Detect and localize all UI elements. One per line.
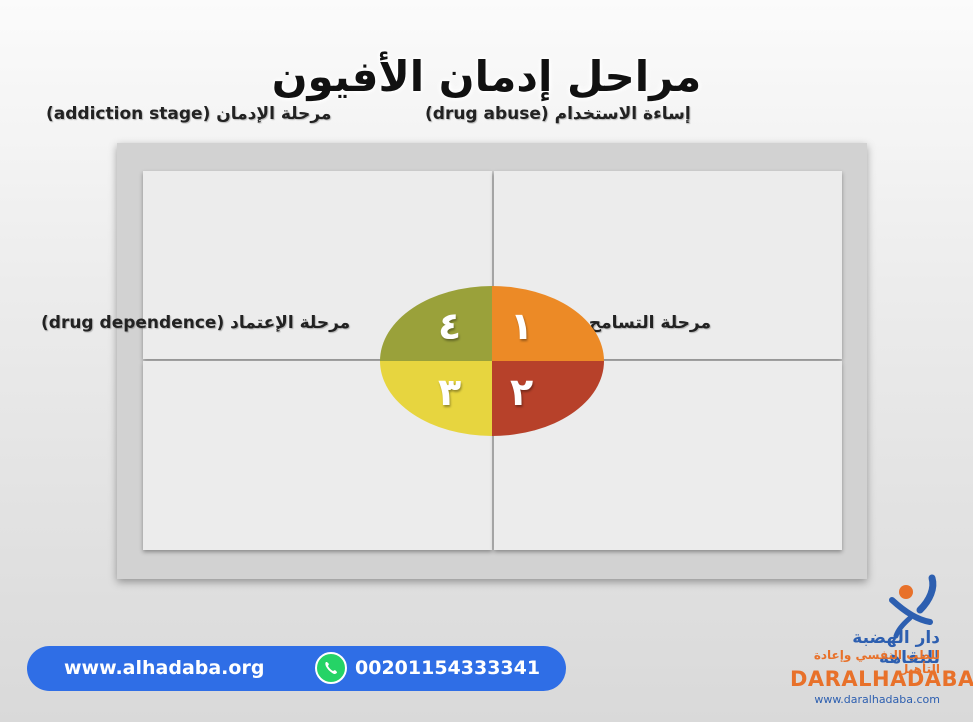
segment-3 [380,361,492,436]
stage-number-4: ٤ [438,304,462,348]
stage-addiction-label: مرحلة الإدمان (addiction stage) [46,104,332,124]
logo-url[interactable]: www.daralhadaba.com [814,693,940,706]
page-title: مراحل إدمان الأفيون [271,52,702,101]
stage-abuse-label: إساءة الاستخدام (drug abuse) [425,104,691,124]
stage-number-1: ١ [510,304,534,348]
center-ellipse: ٤ ١ ٣ ٢ [380,286,604,436]
segment-2 [492,361,604,436]
segment-1 [492,286,604,361]
logo-arabic-tagline: للطب النفسي وإعادة التأهيل [813,648,940,676]
website-link[interactable]: www.alhadaba.org [64,657,265,679]
segment-4 [380,286,492,361]
logo-arabic-name: دار الهضبة للنقاهة [852,628,940,668]
brand-logo [889,574,937,639]
phone-number[interactable]: 00201154333341 [355,657,541,679]
stage-number-2: ٢ [510,370,534,414]
contact-bar [27,646,566,691]
stage-number-3: ٣ [438,370,462,414]
stage-dependence-label: مرحلة الإعتماد (drug dependence) [41,313,351,333]
whatsapp-icon [315,652,347,684]
logo-english-name: DARALHADABA [790,667,973,691]
